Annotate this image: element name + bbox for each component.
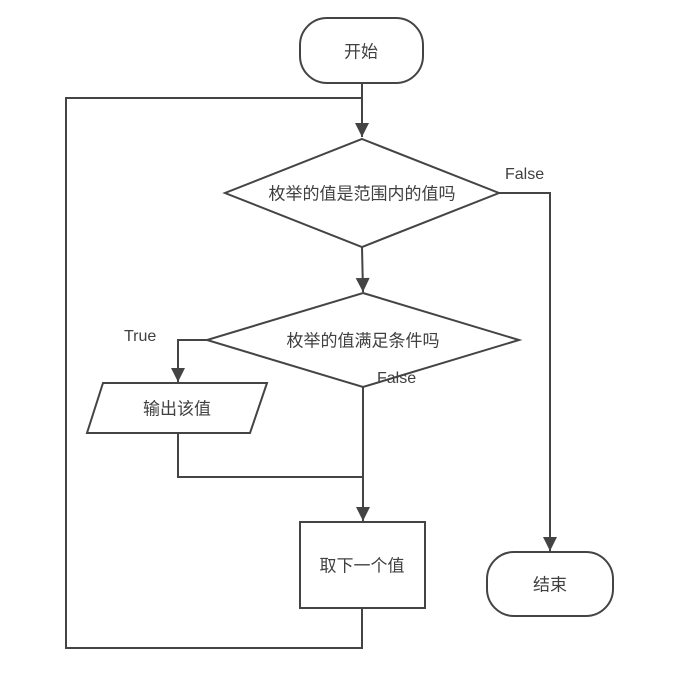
node-next-value: 取下一个值 — [299, 521, 426, 609]
start-terminator-shape — [299, 17, 424, 84]
output-value-label: 输出该值 — [143, 400, 211, 419]
output-value-parallelogram-shape — [85, 382, 269, 434]
node-end: 结束 — [486, 551, 614, 617]
edge-label-condition-false: False — [377, 370, 416, 387]
node-decision-range: 枚举的值是范围内的值吗 — [222, 137, 502, 249]
decision-condition-shape — [203, 291, 523, 389]
node-output-value: 输出该值 — [85, 382, 269, 434]
node-start: 开始 — [299, 17, 424, 84]
edge-output-to-next-value — [177, 433, 363, 478]
edge-decision-range-false-to-end — [499, 192, 557, 551]
node-decision-condition: 枚举的值满足条件吗 — [203, 291, 523, 389]
decision-condition-label: 枚举的值满足条件吗 — [287, 332, 440, 351]
edge-decision-condition-true-to-output — [171, 339, 207, 382]
edge-decision-range-to-decision-condition — [355, 246, 370, 293]
edge-label-range-false: False — [505, 166, 544, 183]
end-label: 结束 — [533, 576, 567, 595]
next-value-label: 取下一个值 — [320, 557, 405, 576]
decision-range-label: 枚举的值是范围内的值吗 — [269, 185, 456, 204]
edge-label-condition-true: True — [124, 328, 156, 345]
start-label: 开始 — [344, 43, 378, 62]
end-terminator-shape — [486, 551, 614, 617]
decision-range-shape — [222, 137, 502, 249]
edge-loopback-next-value-to-decision-range — [65, 97, 363, 649]
next-value-rect-shape — [299, 521, 426, 609]
